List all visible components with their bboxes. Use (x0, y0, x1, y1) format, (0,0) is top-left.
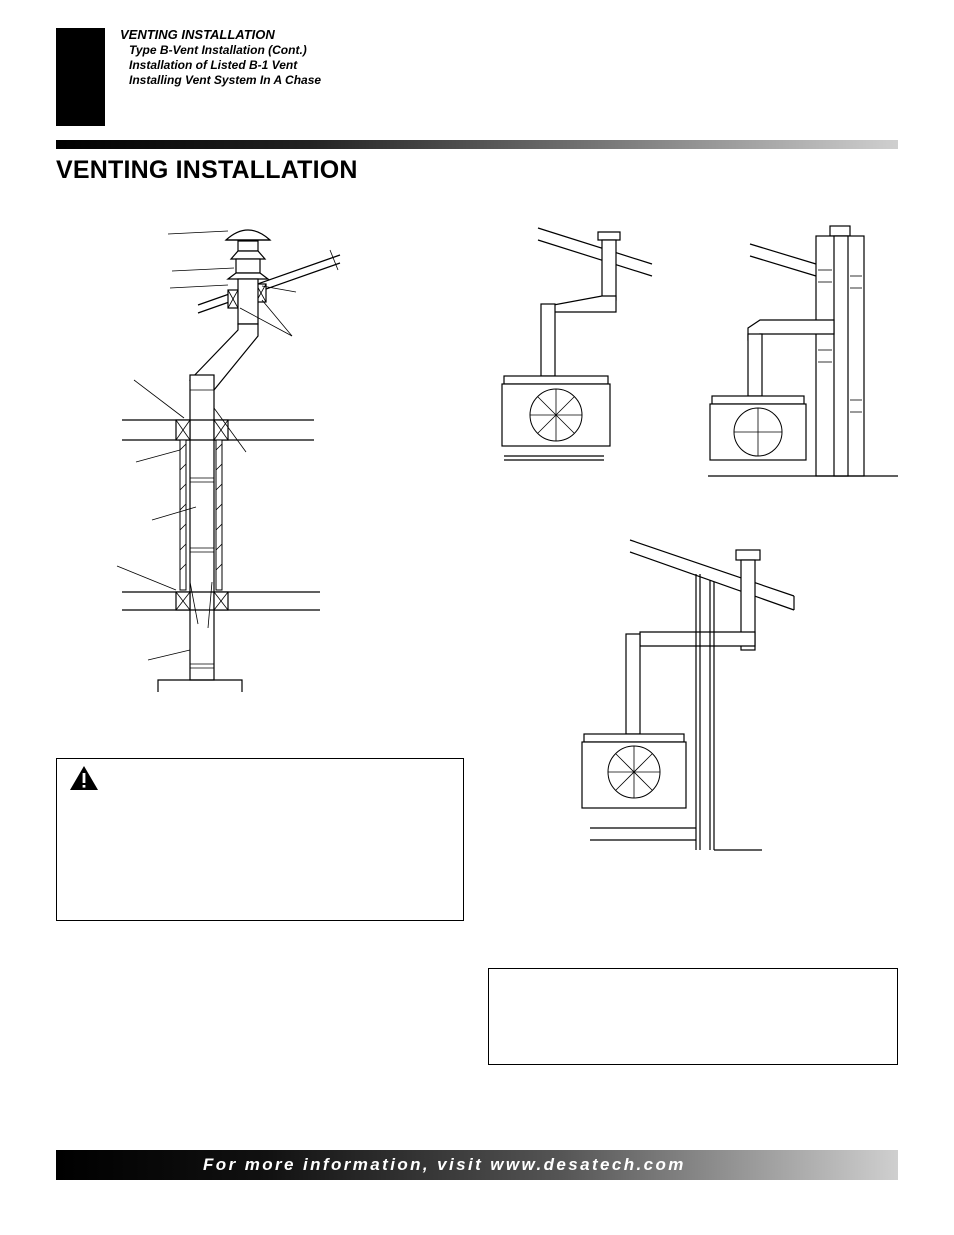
warning-box (56, 758, 464, 921)
header-subtopic-1: Type B-Vent Installation (Cont.) (129, 43, 307, 57)
header-rule (56, 140, 898, 149)
section-tab (56, 28, 105, 126)
note-box (488, 968, 898, 1065)
warning-triangle-icon (70, 766, 98, 790)
header-subtopic-2: Installation of Listed B-1 Vent (129, 58, 298, 72)
footer-bar: For more information, visit www.desatech… (56, 1150, 898, 1180)
header-section-title: VENTING INSTALLATION (120, 27, 275, 42)
footer-link-text[interactable]: For more information, visit www.desatech… (203, 1155, 686, 1174)
header-subtopic-3: Installing Vent System In A Chase (129, 73, 322, 87)
page-title: VENTING INSTALLATION (56, 156, 358, 184)
